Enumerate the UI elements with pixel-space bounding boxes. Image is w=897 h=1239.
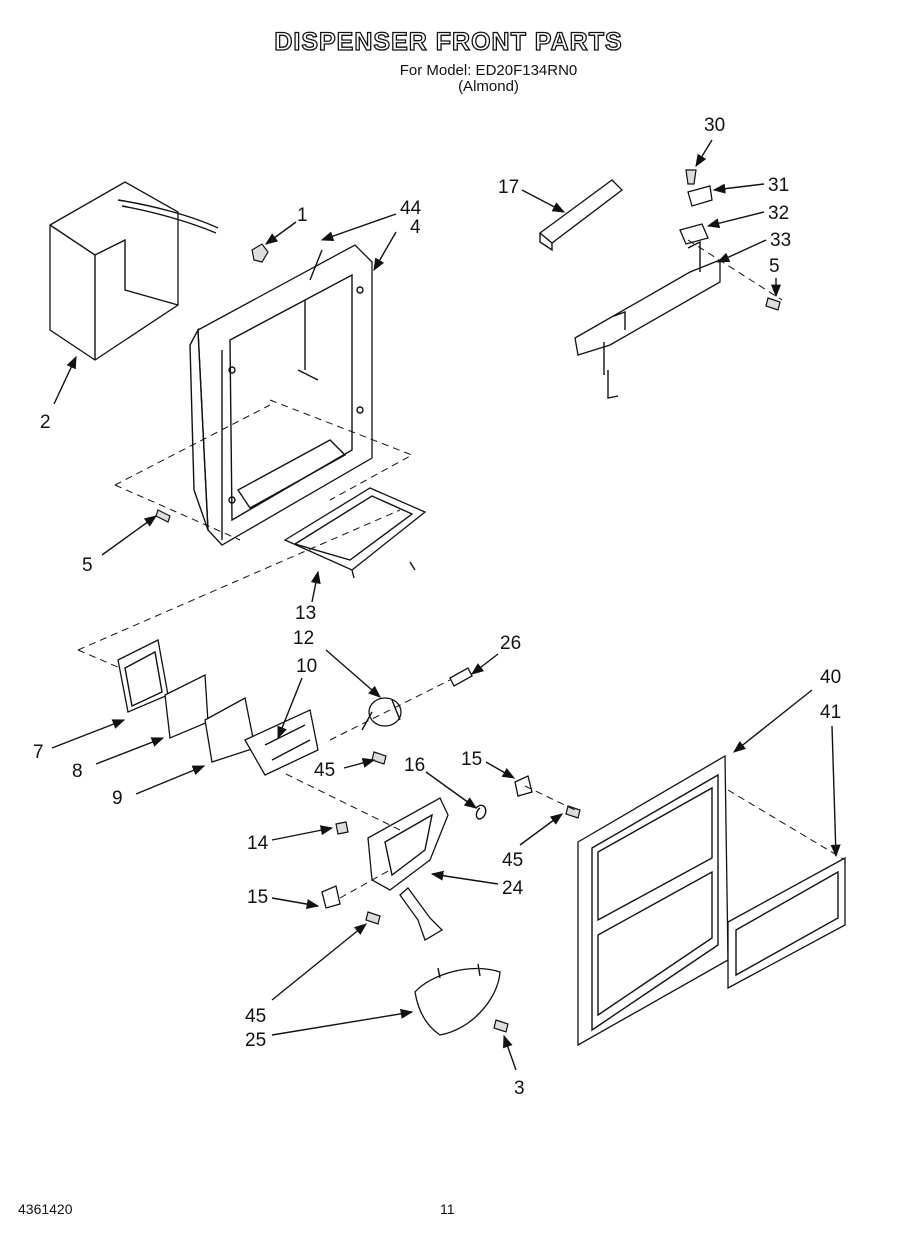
callout-labels: 1 2 3 4 5 5 7 8 9 10 12 13 14 15 15 16 1… <box>33 115 841 1099</box>
part-9-lever <box>204 697 256 763</box>
part-41-panel-insert <box>727 856 846 990</box>
callout-45b: 45 <box>502 850 523 871</box>
callout-3: 3 <box>514 1078 525 1099</box>
part-14-pin <box>335 821 349 835</box>
part-26-plunger <box>449 667 473 687</box>
page-number: 11 <box>440 1201 455 1217</box>
part-screw-45a <box>371 751 387 765</box>
callout-9: 9 <box>112 788 123 809</box>
callout-12: 12 <box>293 628 314 649</box>
part-16-spring <box>475 804 487 820</box>
callout-40: 40 <box>820 667 841 688</box>
callout-25: 25 <box>245 1030 266 1051</box>
part-17-trim <box>538 179 623 244</box>
callout-1: 1 <box>297 205 308 226</box>
callout-16: 16 <box>404 755 425 776</box>
part-25-drip-tray <box>414 963 501 1036</box>
part-24-dispenser-arm <box>367 797 449 941</box>
callout-13: 13 <box>295 603 316 624</box>
callout-15a: 15 <box>461 749 482 770</box>
callout-10: 10 <box>296 656 317 677</box>
callout-24: 24 <box>502 878 524 899</box>
part-screw-5c <box>765 297 781 311</box>
part-screw-3 <box>493 1019 509 1033</box>
callout-45a: 45 <box>314 760 335 781</box>
part-drain-grille <box>283 487 427 579</box>
callout-4: 4 <box>410 217 421 238</box>
part-clip <box>251 243 269 263</box>
color-line: (Almond) <box>458 78 519 95</box>
part-15-bracket-b <box>321 885 341 909</box>
callout-30: 30 <box>704 115 725 136</box>
callout-5a: 5 <box>82 555 93 576</box>
callout-31: 31 <box>768 175 789 196</box>
callout-14: 14 <box>247 833 269 854</box>
part-30-screw <box>685 169 697 185</box>
part-32-plate <box>679 223 709 245</box>
part-12-solenoid <box>361 697 402 731</box>
document-number: 4361420 <box>18 1201 73 1217</box>
model-line: For Model: ED20F134RN0 <box>399 62 578 79</box>
leader-arrows <box>51 139 841 1071</box>
callout-41: 41 <box>820 702 841 723</box>
part-dispenser-housing <box>114 244 414 546</box>
part-15-bracket-a <box>514 775 533 797</box>
callout-44: 44 <box>400 198 422 219</box>
part-screw-5a <box>155 509 171 523</box>
part-33-bracket <box>574 240 721 399</box>
callout-7: 7 <box>33 742 44 763</box>
callout-32: 32 <box>768 203 789 224</box>
part-31-switch <box>687 185 713 207</box>
callout-45c: 45 <box>245 1006 266 1027</box>
part-screw-45c <box>365 911 381 925</box>
diagram-title: DISPENSER FRONT PARTS <box>274 27 623 56</box>
part-insulation-cover <box>49 181 219 361</box>
part-10-switch-bracket <box>244 709 319 776</box>
callout-5b: 5 <box>769 256 780 277</box>
callout-15b: 15 <box>247 887 268 908</box>
callout-2: 2 <box>40 412 51 433</box>
part-40-front-panel <box>577 754 729 1047</box>
part-8-pad <box>164 673 209 739</box>
callout-26: 26 <box>500 633 521 654</box>
callout-17: 17 <box>498 177 519 198</box>
callout-33: 33 <box>770 230 791 251</box>
part-screw-45b <box>565 805 581 819</box>
callout-8: 8 <box>72 761 83 782</box>
